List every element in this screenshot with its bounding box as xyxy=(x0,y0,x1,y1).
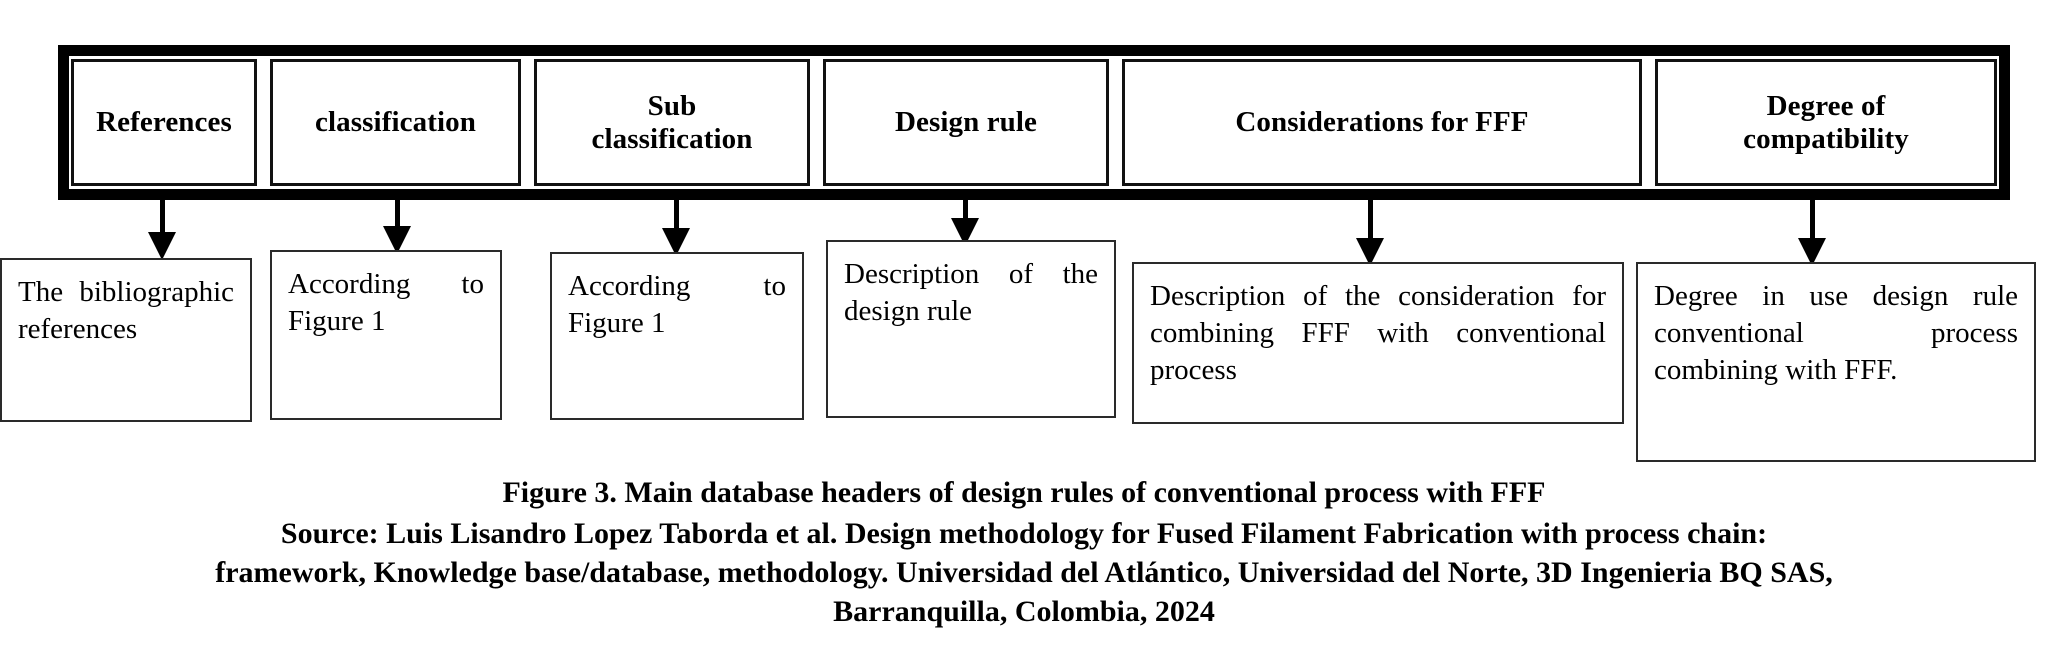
description-text-references: The bibliographic references xyxy=(18,276,234,346)
description-text-classification: According to Figure 1 xyxy=(288,268,484,338)
header-cell-design-rule: Design rule xyxy=(823,59,1109,186)
caption-source-line-2: framework, Knowledge base/database, meth… xyxy=(215,556,1833,589)
header-cell-considerations-for-fff: Considerations for FFF xyxy=(1122,59,1642,186)
description-box-degree: Degree in use design rule conventional p… xyxy=(1636,262,2036,462)
description-text-sub-classification: According to Figure 1 xyxy=(568,270,786,340)
description-box-classification: According to Figure 1 xyxy=(270,250,502,420)
header-cell-references: References xyxy=(71,59,257,186)
description-box-considerations: Description of the consideration for com… xyxy=(1132,262,1624,424)
header-label-design-rule: Design rule xyxy=(894,106,1038,139)
caption-title: Figure 3. Main database headers of desig… xyxy=(502,476,1546,509)
description-text-considerations: Description of the consideration for com… xyxy=(1150,280,1606,387)
header-label-considerations-for-fff: Considerations for FFF xyxy=(1235,106,1529,139)
header-label-classification: classification xyxy=(315,106,476,139)
description-text-degree: Degree in use design rule conventional p… xyxy=(1654,280,2018,387)
description-box-design-rule: Description of the design rule xyxy=(826,240,1116,418)
caption-source-line-3: Barranquilla, Colombia, 2024 xyxy=(833,595,1215,628)
description-text-design-rule: Description of the design rule xyxy=(844,258,1098,328)
header-cell-classification: classification xyxy=(270,59,521,186)
caption-source-line-1: Source: Luis Lisandro Lopez Taborda et a… xyxy=(280,517,1768,550)
caption-block: Figure 3. Main database headers of desig… xyxy=(0,473,2048,631)
header-label-references: References xyxy=(96,106,232,139)
description-box-references: The bibliographic references xyxy=(0,258,252,422)
description-box-sub-classification: According to Figure 1 xyxy=(550,252,804,420)
